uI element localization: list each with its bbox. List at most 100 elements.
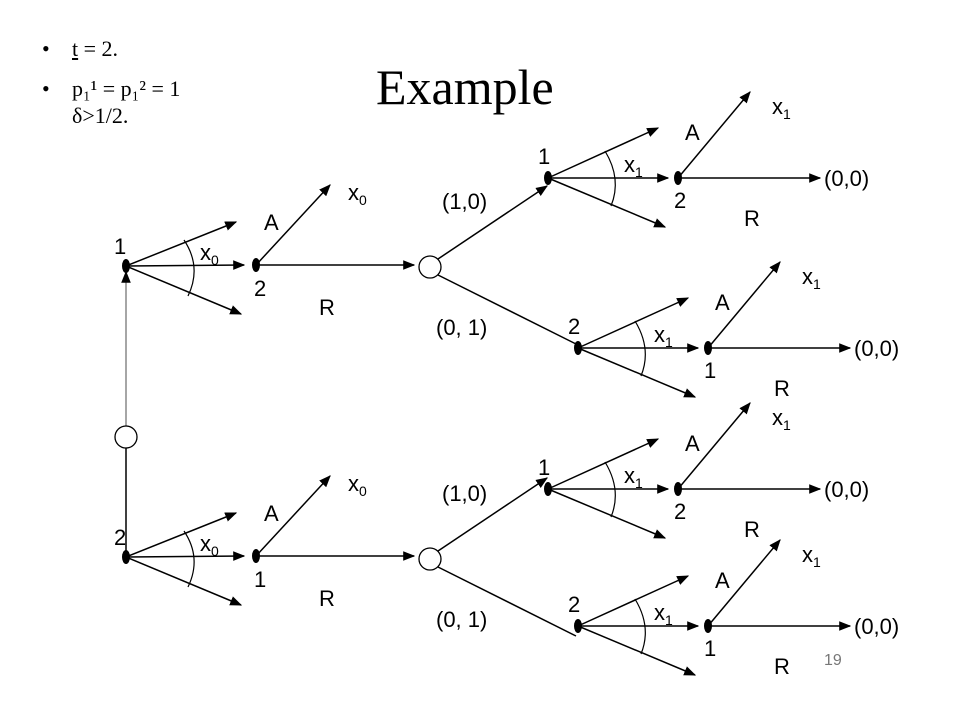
page-number: 19 [824, 652, 842, 669]
top-01-proposer-node [574, 341, 582, 355]
t-value: = 2. [78, 36, 119, 61]
bottom-01-reject-label: R [774, 654, 790, 679]
top-nature-node [418, 255, 442, 279]
bottom-offer-label: x0 [200, 531, 219, 559]
bottom-nature-node [418, 547, 442, 571]
top-nature-edge-up [437, 185, 548, 260]
bottom-01-responder-label: 1 [704, 636, 716, 661]
top-01-offer-arc [634, 320, 646, 377]
var-t: t [72, 36, 79, 61]
top-offer-arc [183, 239, 195, 297]
top-10-offer-edge-up [547, 127, 660, 179]
top-prob-01-label: (0, 1) [436, 315, 487, 340]
bullet-list: t = 2. p₁¹ = p₁² = 1δ>1/2. [42, 36, 342, 143]
top-10-reject-label: R [744, 206, 760, 231]
bottom-10-offer-arc [604, 461, 616, 518]
bottom-10-offer-label: x1 [624, 463, 643, 491]
top-10-offer-edge-down [547, 177, 667, 228]
bottom-accept-label: A [264, 501, 279, 526]
bottom-10-reject-outcome: (0,0) [824, 477, 869, 502]
top-10-responder-node [674, 171, 682, 185]
bottom-10-responder-label: 2 [674, 499, 686, 524]
top-01-accept-edge [707, 261, 781, 349]
bottom-01-reject-outcome: (0,0) [854, 614, 899, 639]
top-10-accept-label: A [685, 120, 700, 145]
top-01-reject-label: R [774, 376, 790, 401]
bullet-params: p₁¹ = p₁² = 1δ>1/2. [42, 76, 342, 129]
top-01-offer-edge-down [577, 347, 697, 398]
bottom-responder-node [252, 549, 260, 563]
bottom-01-proposer-label: 2 [568, 592, 580, 617]
bottom-01-responder-node [704, 619, 712, 633]
top-01-proposer-label: 2 [568, 314, 580, 339]
bottom-offer-edge-up [125, 512, 238, 558]
top-10-proposer-node [544, 171, 552, 185]
top-nature-edge-down [437, 274, 577, 345]
bottom-01-proposer-node [574, 619, 582, 633]
top-01-responder-label: 1 [704, 358, 716, 383]
params-line: p₁¹ = p₁² = 1 [72, 76, 181, 102]
tree-edges [121, 91, 852, 676]
top-10-accept-outcome: x1 [772, 94, 791, 122]
bottom-nature-edge-up [437, 477, 548, 552]
top-proposer-label: 1 [114, 234, 126, 259]
top-responder-node [252, 258, 260, 272]
delta-line: δ>1/2. [72, 102, 129, 128]
top-accept-label: A [264, 210, 279, 235]
bottom-prob-01-label: (0, 1) [436, 607, 487, 632]
top-responder-label: 2 [254, 276, 266, 301]
page-title: Example [376, 59, 554, 115]
bottom-01-offer-edge-down [577, 625, 697, 676]
top-01-accept-outcome: x1 [802, 264, 821, 292]
top-01-accept-label: A [715, 290, 730, 315]
bottom-10-responder-node [674, 482, 682, 496]
bottom-proposer-node [122, 550, 130, 564]
bottom-10-offer-edge-up [547, 438, 660, 490]
top-offer-edge-up [125, 221, 238, 267]
bottom-01-offer-arc [634, 598, 646, 655]
bullet-t: t = 2. [42, 36, 342, 63]
bottom-01-offer-label: x1 [654, 600, 673, 628]
bottom-10-accept-edge [677, 402, 751, 490]
bottom-10-proposer-label: 1 [538, 455, 550, 480]
tree-nodes [114, 171, 712, 633]
top-prob-10-label: (1,0) [442, 189, 487, 214]
bottom-accept-outcome: x0 [348, 471, 367, 499]
bottom-reject-label: R [319, 586, 335, 611]
bottom-01-accept-outcome: x1 [802, 542, 821, 570]
top-offer-edge-down [125, 265, 243, 315]
top-01-offer-label: x1 [654, 322, 673, 350]
bottom-01-accept-label: A [715, 568, 730, 593]
top-10-offer-arc [604, 150, 616, 207]
top-proposer-node [122, 259, 130, 273]
top-10-offer-label: x1 [624, 152, 643, 180]
bottom-10-proposer-node [544, 482, 552, 496]
bottom-10-accept-label: A [685, 431, 700, 456]
top-offer-edge-mid [125, 260, 246, 270]
bottom-proposer-label: 2 [114, 525, 126, 550]
top-01-offer-edge-up [577, 297, 690, 349]
bottom-offer-edge-mid [125, 551, 246, 561]
bottom-01-accept-edge [707, 539, 781, 627]
bottom-10-offer-edge-down [547, 488, 667, 539]
bottom-prob-10-label: (1,0) [442, 481, 487, 506]
bottom-offer-arc [183, 530, 195, 588]
bottom-nature-edge-down [437, 566, 577, 637]
bottom-accept-edge [255, 475, 331, 557]
top-01-responder-node [704, 341, 712, 355]
top-01-reject-outcome: (0,0) [854, 336, 899, 361]
bottom-10-reject-label: R [744, 517, 760, 542]
top-offer-label: x0 [200, 240, 219, 268]
top-10-reject-outcome: (0,0) [824, 166, 869, 191]
top-accept-edge [255, 184, 331, 266]
top-10-responder-label: 2 [674, 188, 686, 213]
bottom-offer-edge-down [125, 556, 243, 606]
top-accept-outcome: x0 [348, 180, 367, 208]
root-chance-node [114, 425, 138, 449]
bottom-01-offer-edge-up [577, 575, 690, 627]
top-10-accept-edge [677, 91, 751, 179]
bottom-10-accept-outcome: x1 [772, 405, 791, 433]
bottom-responder-label: 1 [254, 567, 266, 592]
